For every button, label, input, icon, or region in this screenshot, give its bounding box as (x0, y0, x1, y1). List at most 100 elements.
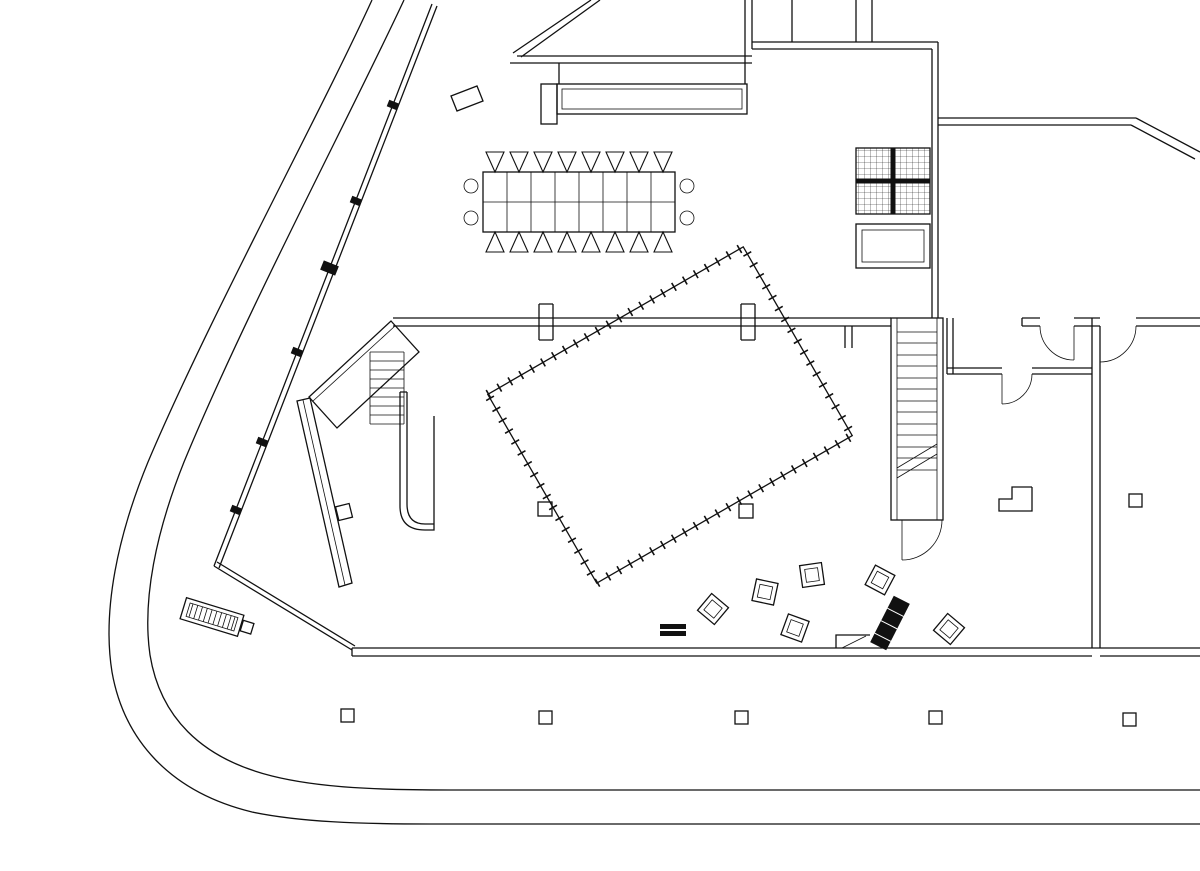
column-marker (1128, 493, 1143, 508)
chair (581, 231, 601, 253)
column-grid (340, 708, 1137, 727)
stair-landing-stub (946, 318, 954, 374)
table-dividers (483, 172, 675, 232)
exhibition-platform (481, 240, 859, 590)
end-seat (679, 210, 695, 226)
column-marker (738, 503, 754, 519)
chair (653, 231, 673, 253)
stair-break-line (896, 443, 938, 479)
stair-door-swing (901, 519, 943, 561)
stool-outer (780, 613, 810, 643)
chair (605, 151, 625, 173)
chair (485, 231, 505, 253)
facade-mullions (229, 99, 400, 516)
bottom-wall (351, 634, 1200, 657)
site-boundary-outer (108, 0, 1200, 825)
ramp (296, 397, 353, 588)
duct-outer (855, 223, 931, 269)
steps-ladder (369, 351, 405, 425)
stool (696, 592, 730, 626)
black-mat (660, 624, 686, 636)
plan-root (108, 0, 1200, 825)
stool-outer (932, 612, 966, 646)
stool-inner (786, 619, 804, 637)
stage-inner-edge (312, 325, 396, 402)
chair (557, 231, 577, 253)
duct-inner (861, 229, 925, 263)
column-marker (538, 710, 553, 725)
chair (581, 151, 601, 173)
column-marker (537, 501, 553, 517)
hook-wall (399, 391, 435, 531)
top-right-wall-lines (752, 0, 1200, 318)
left-structure (296, 320, 435, 588)
site-boundary-inner (147, 0, 1200, 791)
top-band-lines (510, 0, 753, 84)
stair-treads (897, 331, 937, 471)
black-bench (870, 595, 910, 651)
end-seats (463, 178, 695, 226)
ramp-center-line (302, 399, 346, 586)
platform-outline (486, 245, 854, 585)
central-spine-wall (393, 303, 891, 348)
chair (533, 231, 553, 253)
chair (629, 231, 649, 253)
service-core (855, 147, 931, 269)
stool-inner (939, 619, 959, 639)
stool-outer (864, 564, 896, 596)
bottom-door-leaf (841, 635, 867, 649)
top-right-walls (752, 0, 1200, 318)
site-boundary (108, 0, 1200, 825)
end-seat (463, 210, 479, 226)
door-swing-3 (1001, 373, 1033, 405)
shaft-cross-icon (856, 148, 930, 214)
stair-side-walls (896, 318, 938, 520)
hatched-bench (179, 596, 255, 638)
mullion-icon (290, 346, 304, 358)
platform-tick-border (481, 240, 859, 590)
chair (629, 151, 649, 173)
chairs-top (485, 151, 673, 173)
spine-wall-lines (393, 317, 891, 348)
spine-column-ticks (538, 303, 756, 341)
chair (509, 151, 529, 173)
end-seat (463, 178, 479, 194)
column-marker (1122, 712, 1137, 727)
column-marker (928, 710, 943, 725)
chair (605, 231, 625, 253)
top-band (510, 0, 753, 125)
ramp-side-block (334, 502, 354, 522)
bench-inner (185, 602, 239, 632)
chair (557, 151, 577, 173)
stool (932, 612, 966, 646)
glazed-facade (213, 3, 484, 651)
scattered-stools (696, 561, 966, 646)
stool (780, 613, 810, 643)
stool (864, 564, 896, 596)
stool-outer (751, 578, 779, 606)
mullion-icon (255, 436, 269, 448)
skylight-inner (561, 88, 743, 110)
end-seat (679, 178, 695, 194)
stair-enclosure (890, 317, 944, 521)
conference-set (463, 151, 695, 253)
stair-core (890, 317, 954, 561)
door-swing-2 (1099, 325, 1137, 363)
stool-outer (696, 592, 730, 626)
bench-end-block (239, 619, 255, 635)
stool (751, 578, 779, 606)
hall-columns (537, 501, 754, 519)
stool-inner (703, 599, 723, 619)
skylight-end-block (540, 83, 558, 125)
bottom-wall-notch (835, 634, 870, 648)
right-room-walls (947, 317, 1200, 648)
mullion-icon (386, 99, 400, 111)
mullion-icon (320, 260, 339, 276)
mat-strip (660, 624, 686, 629)
door-swing-1 (1039, 325, 1075, 361)
small-step-detail (998, 486, 1033, 512)
black-bar (870, 595, 910, 651)
chair (509, 231, 529, 253)
